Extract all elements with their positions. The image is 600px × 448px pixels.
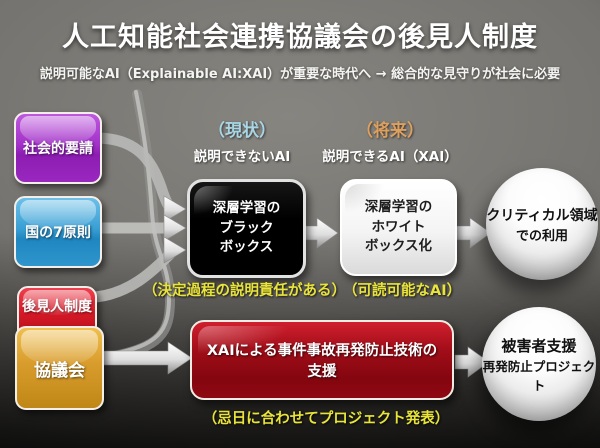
- blackbox-text: 深層学習の ブラック ボックス: [213, 199, 281, 258]
- arrow-whitebox-to-sphere: [455, 217, 492, 249]
- caption-explainable-ai: 説明できるAI（XAI）: [322, 149, 458, 165]
- sphere-victim-line2: 再発防止プロジェクト: [482, 358, 596, 393]
- sphere-critical-line2: での利用: [515, 228, 568, 244]
- sphere-critical-use: クリティカル領域 での利用: [486, 168, 598, 280]
- arrowhead: [163, 236, 187, 264]
- box-council-label: 協議会: [34, 360, 85, 381]
- sphere-victim-support: 被害者支援 再発防止プロジェクト: [482, 307, 596, 421]
- sphere-critical-line1: クリティカル領域: [486, 207, 598, 224]
- label-future-state: （将来）: [356, 120, 424, 141]
- connector-principles-to-blackbox: [90, 214, 187, 242]
- caption-unexplainable-ai: 説明できないAI: [193, 149, 291, 165]
- label-current-state: （現状）: [208, 120, 276, 141]
- box-national-principles: 国の7原則: [14, 196, 102, 268]
- arrow-blackbox-to-whitebox: [302, 217, 339, 249]
- box-deep-learning-blackbox: 深層学習の ブラック ボックス: [187, 179, 306, 278]
- box-guardian-system: 後見人制度: [17, 286, 97, 348]
- whitebox-text: 深層学習の ホワイト ボックス化: [365, 198, 433, 257]
- note-accountability: （決定過程の説明責任がある）: [143, 282, 346, 299]
- connector-guardian-to-blackbox: [90, 236, 187, 303]
- box-council: 協議会: [15, 326, 104, 410]
- blackbox-line2: ブラック: [219, 219, 274, 236]
- box-social-demand: 社会的要請: [14, 112, 102, 184]
- arrowhead: [163, 195, 187, 223]
- sphere-victim-line1: 被害者支援: [501, 336, 577, 355]
- box-xai-support-label: XAIによる事件事故再発防止技術の支援: [206, 343, 438, 380]
- note-project-announcement: （忌日に合わせてプロジェクト発表）: [202, 410, 450, 427]
- whitebox-line1: 深層学習の: [364, 199, 433, 216]
- box-national-principles-label: 国の7原則: [25, 225, 91, 241]
- box-guardian-system-label: 後見人制度: [22, 299, 92, 315]
- slide-title: 人工知能社会連携協議会の後見人制度: [62, 21, 538, 53]
- box-social-demand-label: 社会的要請: [23, 141, 93, 157]
- box-xai-support: XAIによる事件事故再発防止技術の支援: [190, 320, 454, 400]
- note-readable-ai: （可読可能なAI）: [343, 282, 462, 299]
- arrow-supportbox-to-sphere: [454, 346, 490, 378]
- blackbox-line1: 深層学習の: [212, 200, 281, 217]
- whitebox-line2: ホワイト: [371, 218, 426, 235]
- arrowhead: [163, 214, 187, 242]
- connector-social-to-blackbox: [90, 132, 187, 223]
- whitebox-line3: ボックス化: [364, 238, 433, 255]
- slide-subtitle: 説明可能なAI（Explainable AI:XAI）が重要な時代へ → 総合的…: [39, 66, 561, 82]
- box-deep-learning-whitebox: 深層学習の ホワイト ボックス化: [340, 179, 457, 276]
- arrow-council-to-supportbox: [99, 341, 193, 375]
- blackbox-line3: ボックス: [219, 239, 274, 256]
